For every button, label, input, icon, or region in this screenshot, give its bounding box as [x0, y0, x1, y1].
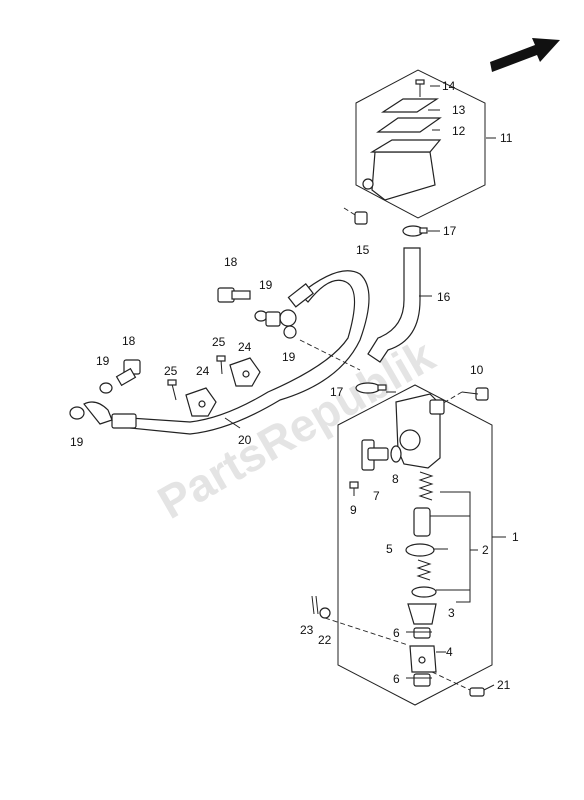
callout-24-left: 24 [196, 364, 210, 378]
callout-10: 10 [470, 363, 484, 377]
hose-guide-24-right [229, 357, 261, 387]
brake-hose-20 [129, 270, 370, 435]
union-bolt-18-lower [115, 359, 141, 387]
leader-lines [386, 85, 495, 691]
washer-5 [405, 543, 435, 557]
hose-joint-7 [361, 439, 389, 471]
nut-6-upper [413, 627, 431, 639]
callout-17-upper: 17 [443, 224, 457, 238]
callout-15: 15 [356, 243, 370, 257]
bolt-15 [343, 207, 368, 225]
callout-14: 14 [442, 79, 456, 93]
callout-labels: 1 2 3 4 5 6 6 7 8 9 10 11 12 13 14 15 16… [70, 79, 519, 692]
front-direction-arrow-icon [490, 38, 560, 72]
callout-25-right: 25 [212, 335, 226, 349]
reservoir-tank [362, 139, 442, 201]
callout-2: 2 [482, 543, 489, 557]
callout-11: 11 [500, 131, 513, 145]
clamp-17-upper [402, 225, 428, 237]
master-cylinder-frame [337, 384, 493, 706]
bolt-10 [461, 387, 489, 401]
push-rod [411, 559, 437, 598]
bolt-25 [167, 355, 226, 401]
callout-19-c: 19 [96, 354, 110, 368]
clamp-17-lower [355, 382, 387, 394]
callout-6-upper: 6 [393, 626, 400, 640]
hose-fitting-upper [279, 283, 314, 327]
hose-guide-24-left [185, 387, 217, 417]
callout-22: 22 [318, 633, 332, 647]
o-ring-8 [390, 445, 402, 463]
callout-25-left: 25 [164, 364, 178, 378]
piston [413, 507, 431, 537]
callout-16: 16 [437, 290, 451, 304]
cotter-pin-23 [311, 595, 319, 615]
callout-24-right: 24 [238, 340, 252, 354]
reservoir-cap [380, 98, 440, 113]
callout-19-b: 19 [282, 350, 296, 364]
callout-9: 9 [350, 503, 357, 517]
callout-20: 20 [238, 433, 252, 447]
callout-13: 13 [452, 103, 466, 117]
callout-17-lower: 17 [330, 385, 344, 399]
union-bolt-18-upper [217, 287, 251, 303]
callout-3: 3 [448, 606, 455, 620]
boot-3 [407, 603, 437, 625]
callout-18-lower: 18 [122, 334, 136, 348]
reservoir-group-frame [355, 69, 486, 219]
clevis-4 [409, 645, 437, 673]
callout-8: 8 [392, 472, 399, 486]
callout-7: 7 [373, 489, 380, 503]
nut-6-lower [413, 673, 431, 687]
reservoir-screw [415, 79, 425, 97]
callout-19-d: 19 [70, 435, 84, 449]
callout-5: 5 [386, 542, 393, 556]
screw-9 [349, 481, 359, 496]
callout-6-lower: 6 [393, 672, 400, 686]
callout-19-a: 19 [259, 278, 273, 292]
hose-fitting-lower [83, 401, 137, 429]
callout-12: 12 [452, 124, 466, 138]
washers-19 [69, 310, 297, 420]
washer-22 [319, 607, 331, 619]
callout-21: 21 [497, 678, 511, 692]
callout-1: 1 [512, 530, 519, 544]
pin-21 [469, 687, 485, 697]
callout-18-upper: 18 [224, 255, 238, 269]
callout-23: 23 [300, 623, 314, 637]
master-cylinder-body [395, 393, 445, 469]
callout-4: 4 [446, 645, 453, 659]
piston-spring [418, 471, 434, 501]
reservoir-plate [376, 117, 442, 133]
reservoir-hose-16 [367, 247, 421, 363]
